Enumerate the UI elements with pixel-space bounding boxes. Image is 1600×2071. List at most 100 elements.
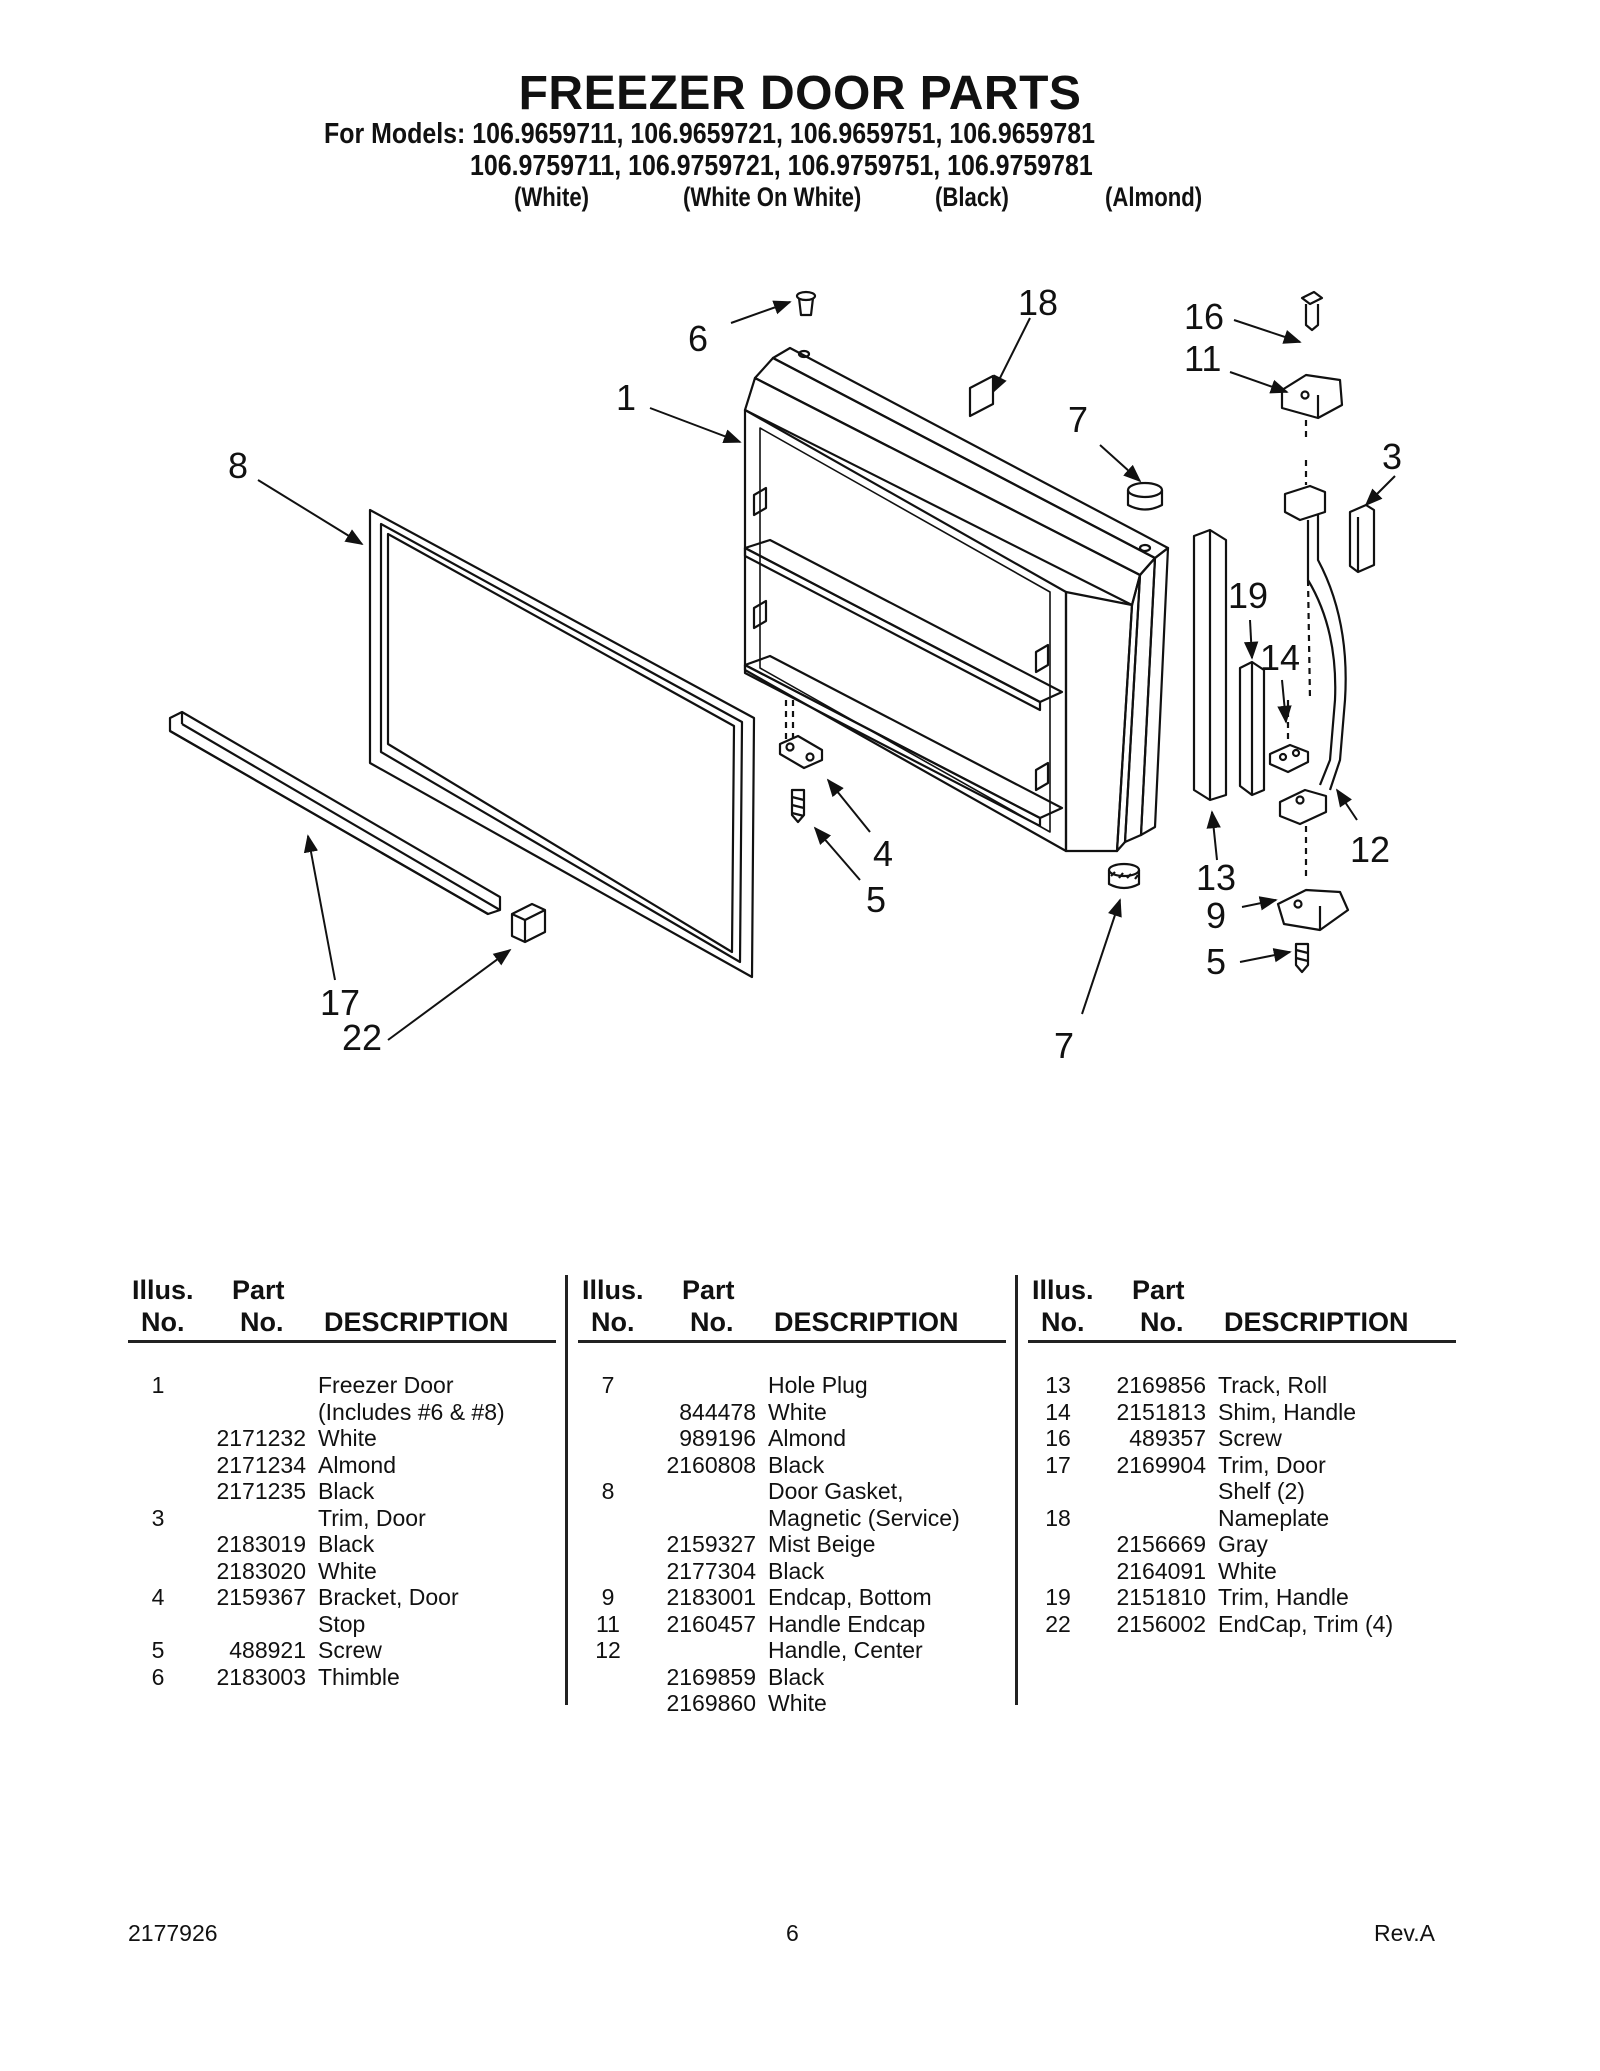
description-cell: Black	[768, 1451, 825, 1478]
endcap-trim-part	[510, 902, 547, 944]
part-number-cell: 2160808	[666, 1451, 756, 1478]
table-row: (Includes #6 & #8)	[128, 1399, 568, 1426]
description-cell: Handle Endcap	[768, 1610, 926, 1637]
part-number-cell: 2183003	[216, 1663, 306, 1690]
color-label-white: (White)	[514, 182, 590, 212]
callout-1: 1	[616, 377, 636, 418]
illus-number-cell: 1	[151, 1372, 165, 1398]
description-cell: Magnetic (Service)	[768, 1504, 960, 1531]
screw-part-top	[1300, 290, 1324, 332]
callout-9: 9	[1206, 895, 1226, 936]
description-cell: Bracket, Door	[318, 1584, 459, 1610]
illus-header: Illus.	[582, 1275, 644, 1305]
part-number-cell: 2183001	[666, 1584, 756, 1610]
description-header: DESCRIPTION	[1224, 1307, 1409, 1337]
callout-14: 14	[1260, 637, 1300, 678]
illus-no-header: No.	[141, 1307, 185, 1337]
part-number-cell: 2169904	[1116, 1451, 1206, 1478]
document-number: 2177926	[128, 1920, 218, 1946]
illus-no-header: No.	[1041, 1307, 1085, 1337]
illus-header: Illus.	[132, 1275, 194, 1305]
trim-door-part	[1348, 503, 1376, 574]
illus-number-cell: 8	[601, 1478, 615, 1504]
callout-7-bottom: 7	[1054, 1025, 1074, 1066]
part-number-cell: 989196	[679, 1425, 756, 1451]
exploded-parts-diagram: 6 18 1 8 7 16 11 3 19 14 4 5 12 13 9 5 7…	[168, 282, 1402, 1066]
color-label-almond: (Almond)	[1105, 182, 1203, 212]
table-row: 2156669 Gray	[1028, 1531, 1468, 1558]
callout-8: 8	[228, 445, 248, 486]
callout-4: 4	[873, 833, 893, 874]
callout-12: 12	[1350, 829, 1390, 870]
table-row: Magnetic (Service)	[578, 1505, 1018, 1532]
nameplate-part	[968, 374, 995, 418]
table-row: 2160808 Black	[578, 1452, 1018, 1479]
illus-number-cell: 18	[1045, 1504, 1071, 1531]
illus-number-cell: 16	[1045, 1425, 1071, 1451]
description-cell: Shelf (2)	[1218, 1478, 1305, 1504]
part-number-cell: 2171235	[216, 1478, 306, 1504]
part-number-cell: 488921	[229, 1637, 306, 1663]
illus-number-cell: 5	[151, 1637, 165, 1663]
color-label-white-on-white: (White On White)	[683, 182, 862, 212]
part-no-header: No.	[1140, 1307, 1184, 1337]
shim-handle-part	[1268, 700, 1310, 774]
column-divider	[1015, 1275, 1018, 1705]
color-label-black: (Black)	[935, 182, 1009, 212]
description-cell: (Includes #6 & #8)	[318, 1398, 505, 1425]
part-number-cell: 2171234	[216, 1451, 306, 1478]
part-number-cell: 844478	[679, 1398, 756, 1425]
callout-19: 19	[1228, 575, 1268, 616]
part-header: Part	[682, 1275, 735, 1305]
description-cell: Handle, Center	[768, 1637, 923, 1663]
models-line-1: For Models: 106.9659711, 106.9659721, 10…	[324, 118, 1095, 150]
description-cell: Gray	[1218, 1531, 1268, 1557]
description-header: DESCRIPTION	[774, 1307, 959, 1337]
callout-5-left: 5	[866, 879, 886, 920]
description-cell: Shim, Handle	[1218, 1398, 1357, 1425]
part-number-cell: 2169856	[1116, 1372, 1206, 1398]
callout-7-top: 7	[1068, 399, 1088, 440]
part-number-cell: 2156669	[1116, 1531, 1206, 1557]
description-cell: White	[768, 1690, 827, 1716]
table-row: 2169860 White	[578, 1690, 1018, 1717]
description-cell: Black	[768, 1663, 825, 1690]
callout-6-top: 6	[688, 318, 708, 359]
illus-number-cell: 9	[601, 1584, 615, 1610]
handle-endcap-part	[1280, 373, 1344, 485]
description-cell: White	[768, 1398, 827, 1425]
part-number-cell: 2159367	[216, 1584, 306, 1610]
illus-number-cell: 11	[596, 1610, 620, 1637]
part-no-header: No.	[690, 1307, 734, 1337]
description-cell: White	[1218, 1557, 1277, 1584]
description-cell: EndCap, Trim (4)	[1218, 1610, 1394, 1637]
callout-3: 3	[1382, 436, 1402, 477]
table-row: Shelf (2)	[1028, 1478, 1468, 1505]
table-row: Stop	[128, 1611, 568, 1638]
part-number-cell: 2151813	[1116, 1398, 1206, 1425]
leader-arrows	[257, 300, 1396, 1041]
part-number-cell: 2159327	[666, 1531, 756, 1557]
part-no-header: No.	[240, 1307, 284, 1337]
part-number-cell: 2169860	[666, 1690, 756, 1716]
description-cell: White	[318, 1557, 377, 1584]
header-rule	[1028, 1340, 1456, 1343]
description-cell: Trim, Door	[1218, 1451, 1326, 1478]
page-title: FREEZER DOOR PARTS	[518, 67, 1082, 120]
